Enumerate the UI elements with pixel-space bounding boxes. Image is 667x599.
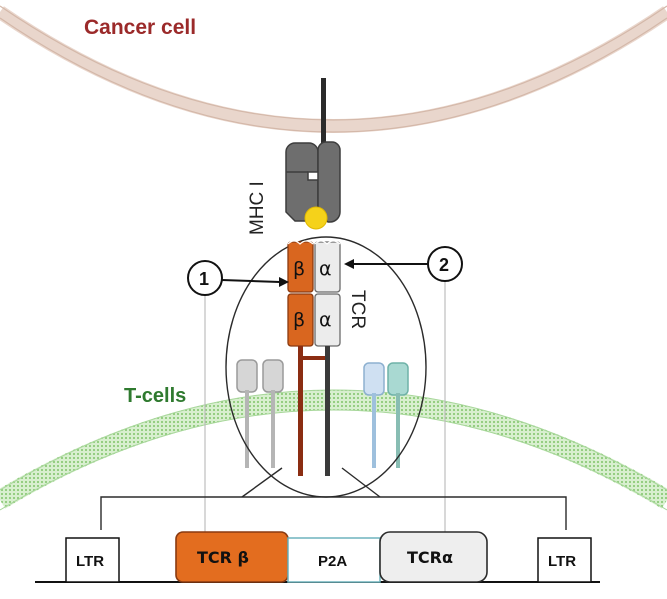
peptide-antigen [304, 206, 328, 230]
tcr-label: TCR [347, 290, 368, 329]
cancer-cell-label: Cancer cell [84, 16, 196, 39]
arrow-1 [221, 279, 281, 283]
ltr-right-label: LTR [548, 553, 576, 570]
zoom-line-right [341, 467, 381, 498]
tcr-alpha-label: TCRα [407, 548, 453, 567]
marker-1-circle [187, 260, 223, 296]
tcr-alpha-chain [314, 240, 341, 476]
p2a-box: P2A [287, 537, 381, 583]
coreceptor-teal [387, 362, 409, 468]
tcr-alpha-box: TCRα [379, 531, 488, 583]
ltr-left-label: LTR [76, 553, 104, 570]
marker-2-label: 2 [439, 255, 449, 275]
beta-label-bottom: β [293, 309, 305, 331]
coreceptor-blue [363, 362, 385, 468]
tcr-beta-chain [287, 240, 314, 476]
ltr-left-box: LTR [65, 537, 120, 583]
zoom-line-left [241, 467, 283, 498]
mhc-label: MHC I [247, 181, 268, 235]
arrow-2-head [344, 259, 354, 269]
cancer-cell-membrane [0, 5, 667, 133]
tcr-beta-label: TCR β [197, 548, 249, 567]
alpha-label-top: α [319, 258, 332, 280]
t-cells-label: T-cells [124, 385, 186, 407]
p2a-label: P2A [318, 553, 347, 570]
alpha-label-bottom: α [319, 309, 332, 331]
beta-label-top: β [293, 258, 305, 280]
t-cell-membrane [0, 389, 667, 511]
coreceptor-grey-right [262, 359, 284, 468]
tcr-beta-box: TCR β [175, 531, 289, 583]
construct-bracket [100, 496, 567, 530]
ltr-right-box: LTR [537, 537, 592, 583]
arrow-1-head [279, 277, 289, 287]
coreceptor-grey-left [236, 359, 258, 468]
mhc-molecule [285, 78, 341, 223]
marker-1-label: 1 [199, 269, 209, 289]
